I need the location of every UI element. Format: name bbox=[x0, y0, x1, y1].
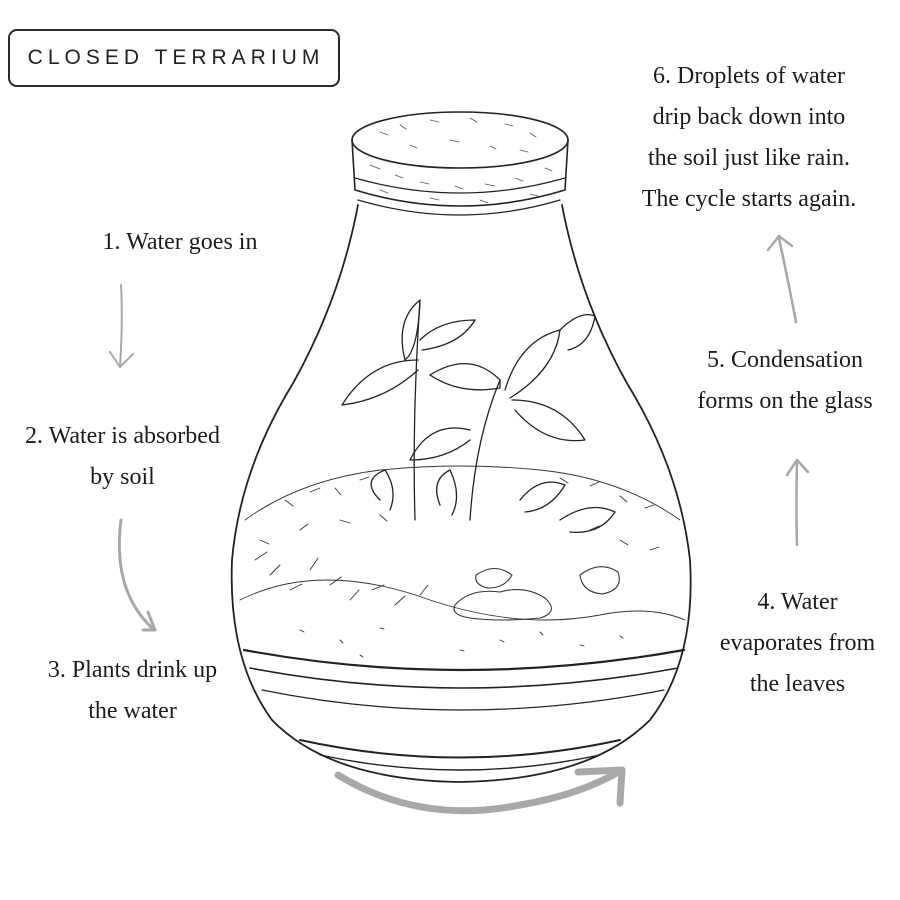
step-4-label: 4. Water evaporates from the leaves bbox=[700, 582, 895, 705]
step-1-label: 1. Water goes in bbox=[60, 222, 300, 263]
step-text: The cycle starts again. bbox=[641, 186, 857, 212]
arrow-bottom-curve-icon bbox=[334, 766, 626, 815]
step-text: the water bbox=[88, 698, 177, 724]
step-6-label: 6. Droplets of water drip back down into… bbox=[618, 56, 880, 220]
step-5-label: 5. Condensation forms on the glass bbox=[680, 340, 890, 422]
step-text: by soil bbox=[90, 464, 155, 490]
step-text: 6. Droplets of water bbox=[653, 63, 845, 89]
step-text: the leaves bbox=[749, 671, 846, 697]
arrow-up-icon bbox=[785, 458, 810, 547]
step-text: 2. Water is absorbed bbox=[25, 423, 220, 449]
step-2-label: 2. Water is absorbed by soil bbox=[0, 416, 245, 498]
step-3-label: 3. Plants drink up the water bbox=[20, 650, 245, 732]
cork-lid-icon bbox=[351, 111, 569, 216]
step-text: 1. Water goes in bbox=[102, 229, 258, 255]
step-text: evaporates from bbox=[719, 630, 876, 656]
soil-moss-icon bbox=[239, 465, 686, 658]
step-text: 3. Plants drink up bbox=[47, 657, 218, 683]
step-text: 4. Water bbox=[757, 589, 838, 615]
arrow-down-icon bbox=[109, 284, 134, 368]
glass-jar-icon bbox=[230, 204, 692, 783]
step-text: 5. Condensation bbox=[707, 347, 863, 373]
arrow-curve-down-icon bbox=[117, 518, 157, 632]
step-text: forms on the glass bbox=[697, 388, 873, 414]
step-text: drip back down into bbox=[652, 104, 846, 130]
step-text: the soil just like rain. bbox=[648, 145, 850, 171]
plant-leaves-icon bbox=[341, 299, 616, 533]
page-title: CLOSED TERRARIUM bbox=[27, 46, 325, 69]
title-badge: CLOSED TERRARIUM bbox=[8, 29, 340, 87]
arrow-up-top-icon bbox=[766, 234, 798, 324]
